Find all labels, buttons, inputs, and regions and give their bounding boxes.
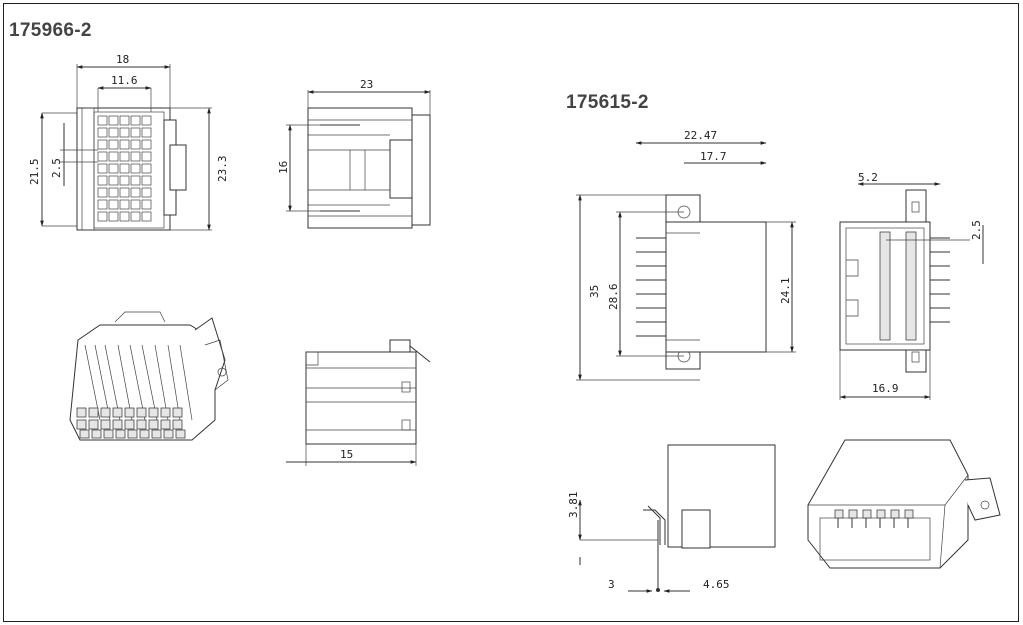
part-number-175966: 175966-2 (9, 20, 92, 41)
dim-16: 16 (277, 161, 290, 174)
dim-3-81: 3.81 (567, 492, 580, 519)
dim-28-6: 28.6 (607, 284, 620, 311)
dim-23: 23 (360, 78, 373, 91)
dim-16-9: 16.9 (872, 382, 899, 395)
isometric-view-175966 (69, 311, 229, 441)
side-view-175615: 5.2 2.5 16.9 (839, 171, 984, 400)
bottom-view-175966: 15 (286, 339, 431, 466)
dim-4-65: 4.65 (703, 578, 730, 591)
dim-5-2: 5.2 (858, 171, 878, 184)
side-view-175966: 23 16 (277, 78, 431, 229)
dim-2-5-b: 2.5 (970, 220, 983, 240)
dim-11-6: 11.6 (111, 74, 138, 87)
dim-15: 15 (340, 448, 353, 461)
front-view-175966: 18 11.6 21.5 2.5 23.3 (28, 53, 229, 231)
dim-3: 3 (608, 578, 615, 591)
profile-view-175615: 3.81 3 4.65 (567, 444, 776, 593)
dim-35: 35 (588, 285, 601, 298)
dim-18: 18 (116, 53, 129, 66)
isometric-view-175615 (807, 439, 1001, 569)
front-view-175615: 22.47 17.7 35 28.6 24.1 (576, 129, 796, 381)
dim-2-5-a: 2.5 (50, 158, 63, 178)
dim-17-7: 17.7 (700, 150, 727, 163)
dim-21-5: 21.5 (28, 159, 41, 186)
dim-23-3: 23.3 (216, 156, 229, 183)
dim-22-47: 22.47 (684, 129, 717, 142)
part-number-175615: 175615-2 (566, 92, 649, 113)
dim-24-1: 24.1 (779, 278, 792, 305)
